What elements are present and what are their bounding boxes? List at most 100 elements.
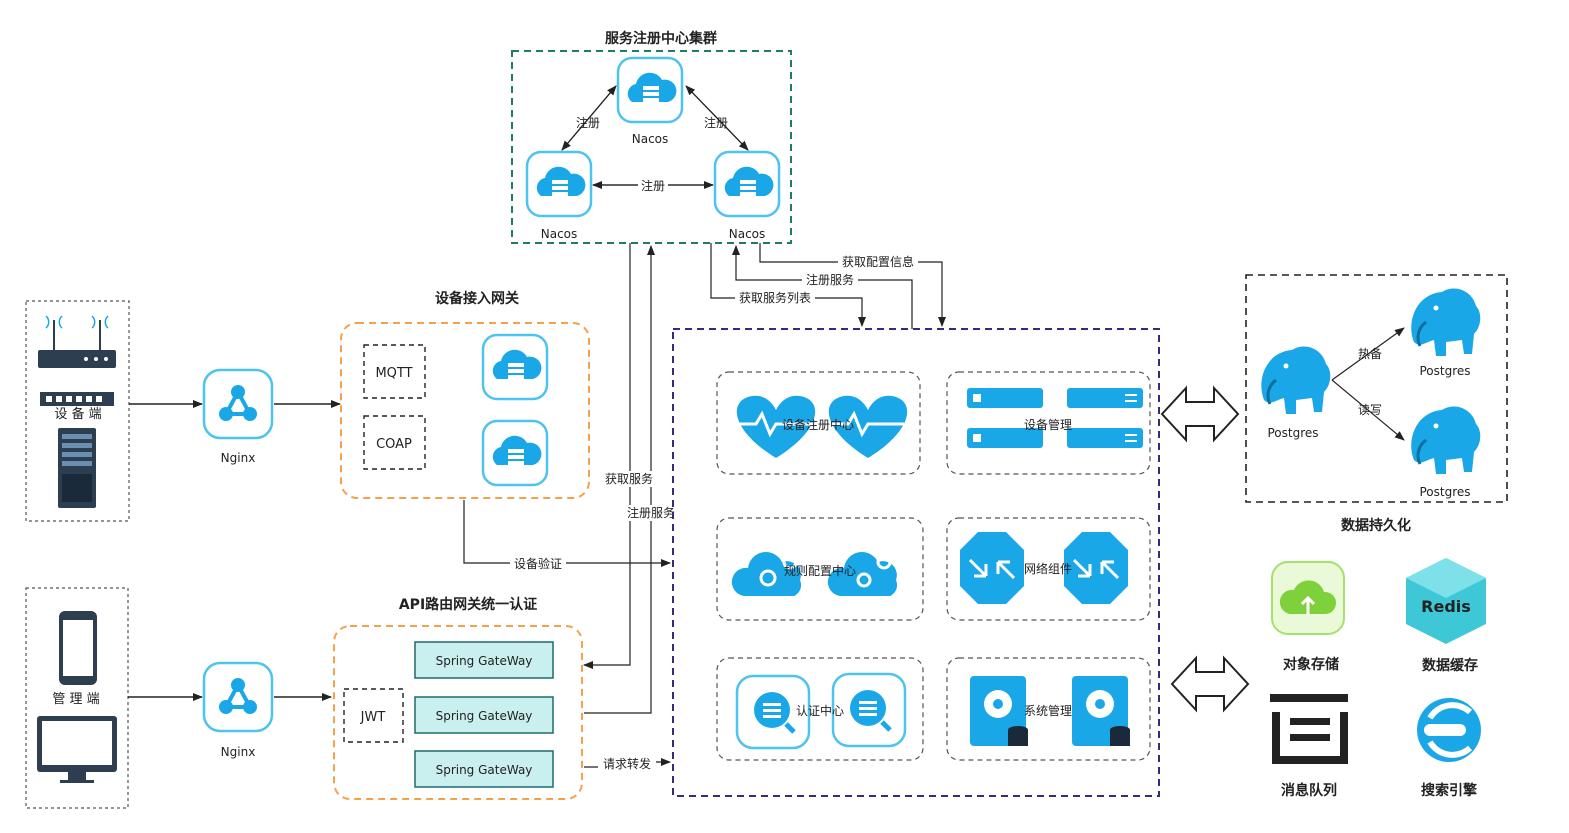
middleware-label: 数据缓存: [1422, 657, 1478, 674]
service-label: 系统管理: [1024, 703, 1072, 718]
gateway-server-icon: [481, 333, 549, 401]
register-edge-label: 注册: [641, 178, 665, 193]
auth-search-icon: [831, 672, 907, 748]
get-service-label: 获取服务: [605, 471, 653, 486]
hot-backup-edge: [1331, 327, 1405, 381]
admin-client-group: 管 理 端: [25, 587, 129, 809]
service-label: 认证中心: [796, 703, 844, 718]
get-service-list-label: 获取服务列表: [739, 290, 811, 305]
device-client-label: 设 备 端: [54, 406, 101, 422]
spring-gateway-label: Spring GateWay: [436, 763, 533, 777]
network-component-icon: [960, 532, 1024, 604]
network-component-icon: [1064, 532, 1128, 604]
gear-cloud-icon: [731, 552, 802, 596]
service-box: [946, 517, 1151, 621]
router-icon: [38, 315, 116, 368]
get-service-edge: [583, 243, 631, 669]
phone-icon: [59, 611, 97, 685]
register-edge: [561, 85, 617, 151]
register-edge: [685, 85, 749, 151]
middleware-label: 搜索引擎: [1421, 782, 1477, 799]
get-config-label: 获取配置信息: [842, 254, 914, 269]
persistence-title: 数据持久化: [1341, 517, 1411, 534]
server-rack-icon: [58, 428, 96, 508]
service-label: 设备管理: [1024, 417, 1072, 432]
register-edge-label: 注册: [704, 115, 728, 130]
services-cluster: 获取配置信息 注册服务 获取服务列表 设备注册中心: [672, 243, 1160, 797]
nacos-cluster-title: 服务注册中心集群: [605, 30, 717, 47]
heart-pulse-icon: [828, 395, 908, 458]
api-gateway-title: API路由网关统一认证: [399, 596, 537, 613]
read-write-label: 读写: [1358, 403, 1382, 417]
service-label: 规则配置中心: [784, 563, 856, 578]
gateway-server-icon: [481, 419, 549, 487]
nacos-label: Nacos: [729, 227, 766, 241]
register-service-edge: [584, 245, 655, 714]
service-label: 设备注册中心: [782, 417, 854, 432]
nacos-server-icon: [713, 150, 781, 218]
jwt-label: JWT: [360, 710, 386, 725]
object-storage-icon: [1271, 561, 1345, 635]
admin-client-label: 管 理 端: [52, 692, 99, 707]
auth-search-icon: [735, 674, 811, 750]
mqtt-label: MQTT: [375, 366, 412, 381]
device-client-group: 设 备 端: [25, 300, 130, 522]
postgres-icon: [1409, 404, 1482, 476]
nginx-icon: [202, 661, 274, 733]
jwt-box: [343, 688, 404, 743]
spring-gateway-label: Spring GateWay: [436, 709, 533, 723]
api-gateway: API路由网关统一认证 JWT Spring GateWay Spring Ga…: [333, 596, 583, 800]
postgres-label: Postgres: [1267, 426, 1318, 440]
device-gateway: 设备接入网关 MQTT COAP: [340, 290, 590, 499]
gear-cloud-icon: [827, 552, 898, 596]
postgres-label: Postgres: [1419, 485, 1470, 499]
service-box: [716, 371, 921, 475]
hot-backup-label: 热备: [1358, 347, 1382, 361]
nacos-cluster: 服务注册中心集群 Nacos Nacos Nacos 注册 注册 注册: [511, 30, 792, 244]
postgres-icon: [1259, 344, 1332, 416]
monitor-icon: [37, 716, 117, 783]
read-write-edge: [1331, 379, 1405, 441]
nacos-server-icon: [616, 56, 684, 124]
coap-box: [363, 415, 426, 470]
redis-icon: Redis: [1406, 558, 1486, 644]
hard-disk-icon: [1072, 676, 1130, 746]
middleware-label: 消息队列: [1281, 782, 1337, 799]
postgres-icon: [1409, 286, 1482, 358]
nacos-server-icon: [525, 150, 593, 218]
mqtt-box: [363, 344, 426, 399]
register-edge-label: 注册: [576, 115, 600, 130]
register-service-label: 注册服务: [806, 272, 854, 287]
device-auth-edge: [463, 500, 671, 567]
device-auth-label: 设备验证: [514, 556, 562, 571]
spring-gateway-box: [414, 641, 554, 679]
double-arrow-icon: [1160, 385, 1240, 443]
service-box: [716, 657, 924, 761]
nacos-label: Nacos: [541, 227, 578, 241]
middleware-label: 对象存储: [1283, 656, 1339, 673]
nginx-icon: [202, 368, 274, 440]
heart-pulse-icon: [736, 395, 816, 458]
service-box: [716, 517, 924, 621]
nginx-label: Nginx: [221, 451, 256, 465]
spring-gateway-label: Spring GateWay: [436, 654, 533, 668]
device-gateway-title: 设备接入网关: [435, 290, 519, 307]
postgres-label: Postgres: [1419, 364, 1470, 378]
service-label: 网络组件: [1024, 561, 1072, 576]
switch-icon: [40, 392, 114, 406]
request-forward-label: 请求转发: [603, 756, 651, 771]
message-queue-icon: [1270, 694, 1348, 764]
redis-logo-text: Redis: [1421, 597, 1471, 616]
service-box: [946, 371, 1151, 475]
service-box: [946, 657, 1151, 761]
hard-disk-icon: [970, 676, 1028, 746]
nacos-label: Nacos: [632, 132, 669, 146]
spring-gateway-box: [414, 696, 554, 734]
nginx-label: Nginx: [221, 745, 256, 759]
register-service-label: 注册服务: [627, 505, 675, 520]
double-arrow-icon: [1170, 655, 1250, 713]
persistence-cluster: Postgres Postgres Postgres 热备 读写 数据持久化: [1245, 274, 1508, 534]
server-icon: [967, 388, 1143, 448]
search-engine-icon: [1417, 698, 1481, 762]
spring-gateway-box: [414, 750, 554, 788]
